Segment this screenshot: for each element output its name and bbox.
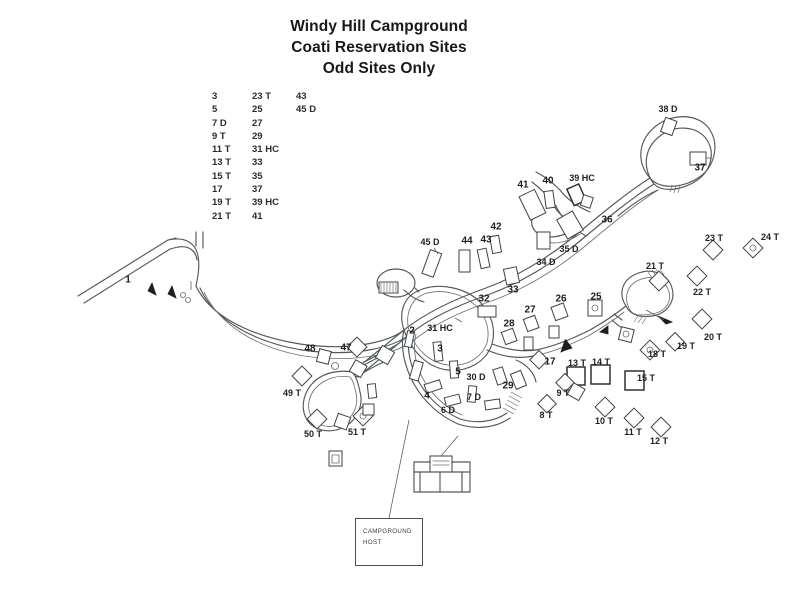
- upper-mid-road: [518, 171, 594, 250]
- legend-column-3: 43 45 D: [296, 90, 336, 223]
- legend-entry: 13 T: [212, 157, 232, 169]
- left-amenity-node: [376, 268, 425, 303]
- legend-entry: 45 D: [296, 104, 317, 116]
- legend-entry: 15 T: [212, 170, 232, 182]
- shelter-structure: [413, 435, 471, 493]
- lower-right-tent-pads: [529, 339, 672, 438]
- legend-entry: 5: [212, 104, 218, 116]
- right-tent-pads: [639, 237, 764, 361]
- legend-entry: 3: [212, 91, 218, 102]
- legend-entry: 7 D: [212, 117, 227, 129]
- legend-entry: 35: [252, 170, 263, 182]
- legend-entry: 41: [252, 210, 263, 222]
- restroom-building: [328, 450, 343, 467]
- entrance-road: [77, 231, 204, 304]
- legend-entry: 9 T: [212, 130, 226, 142]
- legend-entry: 29: [252, 130, 263, 142]
- legend-entry: 11 T: [212, 144, 231, 156]
- right-loop-road: [599, 268, 674, 344]
- legend-entry: 25: [252, 104, 263, 116]
- legend-entry: 37: [252, 184, 263, 196]
- host-callout-line-1: CAMPGROUND: [363, 528, 412, 535]
- legend-entry: 33: [252, 157, 263, 169]
- central-loop-road: [401, 285, 537, 371]
- legend-entry: 21 T: [212, 210, 232, 222]
- legend-entry: 39 HC: [252, 197, 279, 209]
- host-leader-line: [388, 419, 410, 519]
- legend-entry: 31 HC: [252, 144, 279, 156]
- legend-entry: 19 T: [212, 197, 232, 209]
- legend-entry: 17: [212, 184, 223, 196]
- campground-host-callout: CAMPGROUND HOST: [355, 518, 423, 566]
- legend-entry: 23 T: [252, 91, 272, 102]
- upper-right-loop-road: [617, 116, 716, 217]
- lower-left-loop-road: [291, 336, 399, 432]
- mid-right-pads: [500, 299, 627, 357]
- upper-left-pads: [421, 234, 521, 286]
- host-callout-line-2: HOST: [363, 539, 382, 546]
- lower-central-road: [351, 329, 537, 428]
- main-park-road: [195, 177, 659, 359]
- legend-entry: 43: [296, 91, 307, 102]
- legend-entry: 27: [252, 117, 263, 129]
- road-tick-marks: [147, 281, 192, 303]
